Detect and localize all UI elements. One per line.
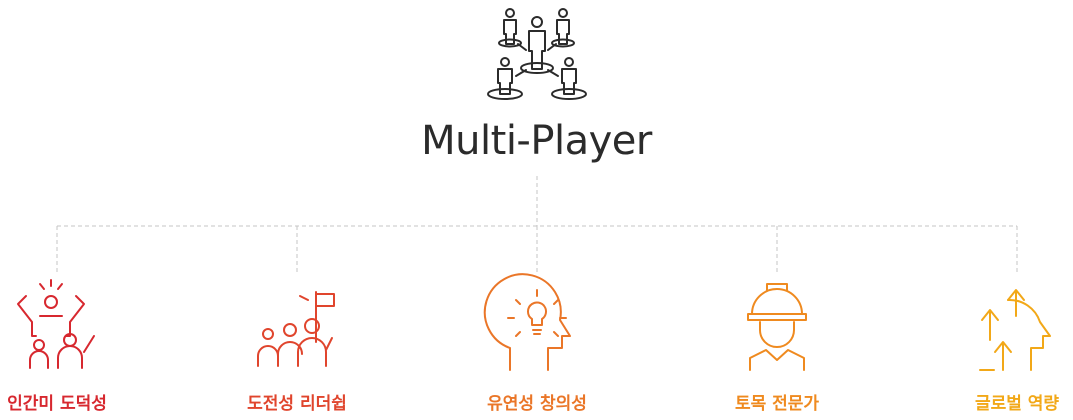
label-flexibility-creativity: 유연성 창의성 xyxy=(487,394,587,414)
label-civil-engineering-expert: 토목 전문가 xyxy=(734,394,820,414)
multi-player-people-icon xyxy=(487,8,587,100)
label-humanity-morality: 인간미 도덕성 xyxy=(7,394,107,414)
hard-hat-worker-icon xyxy=(747,283,807,371)
head-growth-arrows-icon xyxy=(979,289,1051,371)
label-global-competency: 글로벌 역량 xyxy=(974,394,1060,414)
head-lightbulb-icon xyxy=(483,273,571,371)
cheering-people-icon xyxy=(17,279,95,369)
label-challenge-leadership: 도전성 리더쉽 xyxy=(247,394,347,414)
tree-connectors xyxy=(56,176,1018,272)
flag-team-icon xyxy=(257,291,335,367)
diagram-title: Multi-Player xyxy=(421,118,652,164)
